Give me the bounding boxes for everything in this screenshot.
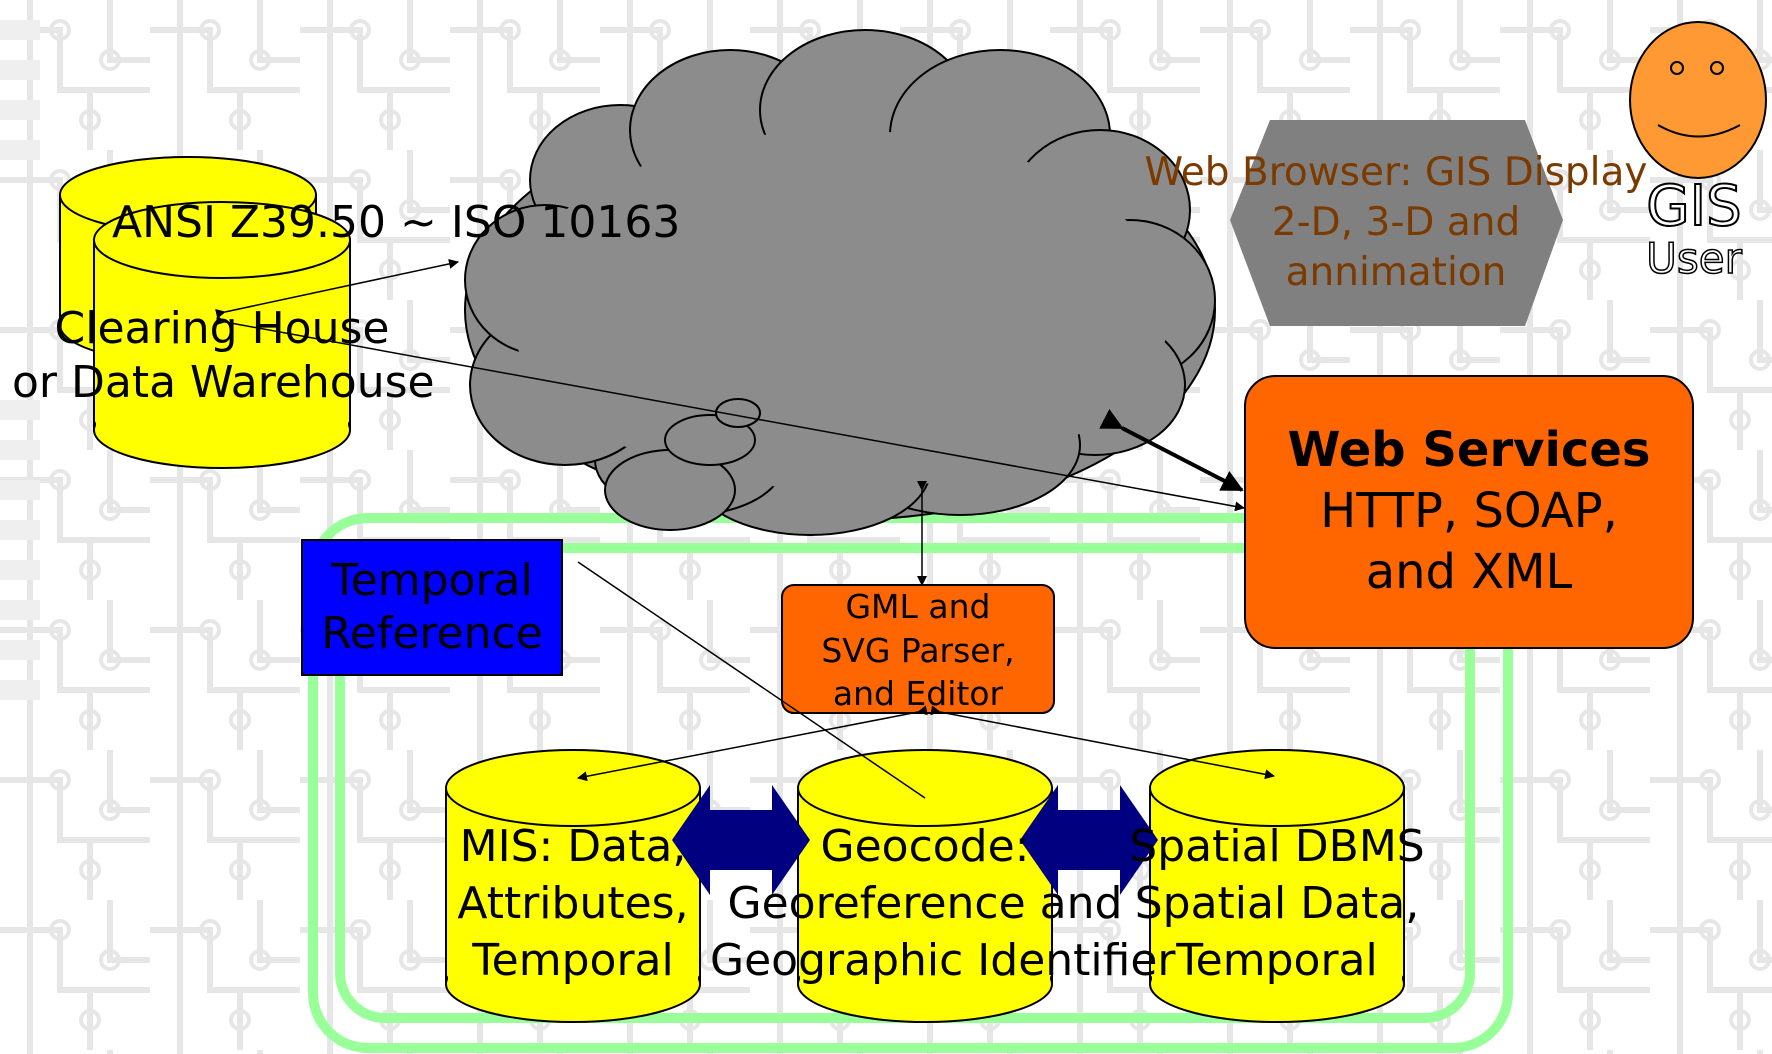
web-browser-line2: 2-D, 3-D and xyxy=(1271,199,1521,245)
temporal-reference-line1: Temporal xyxy=(331,555,533,606)
spatial-db-line2: Spatial Data, xyxy=(1134,878,1420,930)
spatial-db-line3: Temporal xyxy=(1176,935,1378,987)
temporal-reference-label: Temporal Reference xyxy=(302,555,562,661)
geocode-db-line2: Georeference and xyxy=(727,878,1123,930)
clearing-house-line2: or Data Warehouse xyxy=(12,356,435,408)
geocode-db-cylinder xyxy=(797,749,1053,1023)
parser-line1: GML and xyxy=(845,587,991,626)
web-services-line2: HTTP, SOAP, xyxy=(1320,482,1618,539)
temporal-reference-box xyxy=(301,539,563,676)
clearing-house-label: Clearing House or Data Warehouse xyxy=(12,302,435,409)
gis-user-label: GIS User xyxy=(1620,174,1768,283)
web-browser-line1: Web Browser: GIS Display xyxy=(1144,150,1648,195)
background-stripes xyxy=(0,20,40,700)
cloud-fill xyxy=(510,130,1170,490)
gis-user-line2: User xyxy=(1645,233,1742,283)
double-arrow-geocode-spatial xyxy=(1020,785,1158,895)
spatial-db-label: Spatial DBMS Spatial Data, Temporal xyxy=(1122,818,1432,990)
protocol-label: ANSI Z39.50 ~ ISO 10163 xyxy=(112,197,681,248)
gis-user-line1: GIS xyxy=(1645,174,1742,239)
double-arrow-mis-geocode xyxy=(672,785,810,895)
mis-db-line1: MIS: Data, xyxy=(459,821,687,872)
mis-db-line2: Attributes, xyxy=(457,878,689,930)
clearing-house-line1: Clearing House xyxy=(54,303,390,354)
temporal-reference-line2: Reference xyxy=(321,607,543,659)
web-services-thick-arrow xyxy=(1099,409,1244,492)
web-browser-line3: annimation xyxy=(1285,249,1507,295)
mis-db-cylinder xyxy=(445,749,701,1023)
geocode-db-label: Geocode: Georeference and Geographic Ide… xyxy=(710,818,1176,990)
web-services-line3: and XML xyxy=(1365,543,1573,600)
web-services-label: Web Services HTTP, SOAP, and XML xyxy=(1245,420,1693,603)
web-services-title: Web Services xyxy=(1287,422,1651,478)
mis-db-label: MIS: Data, Attributes, Temporal xyxy=(423,818,723,990)
connectors xyxy=(215,258,1275,799)
parser-line3: and Editor xyxy=(832,674,1004,714)
geocode-db-line1: Geocode: xyxy=(820,821,1030,872)
parser-line2: SVG Parser, xyxy=(821,630,1015,670)
smiley-face-icon xyxy=(1629,21,1767,179)
mis-db-line3: Temporal xyxy=(472,935,674,987)
web-browser-label: Web Browser: GIS Display 2-D, 3-D and an… xyxy=(1136,148,1656,298)
spatial-db-line1: Spatial DBMS xyxy=(1129,821,1425,872)
web-services-box xyxy=(1244,375,1694,649)
browser-hexagon xyxy=(1230,120,1563,326)
parser-label: GML and SVG Parser, and Editor xyxy=(782,585,1054,716)
green-frame-outer xyxy=(308,513,1513,1053)
geocode-db-line3: Geographic Identifier xyxy=(710,935,1176,987)
